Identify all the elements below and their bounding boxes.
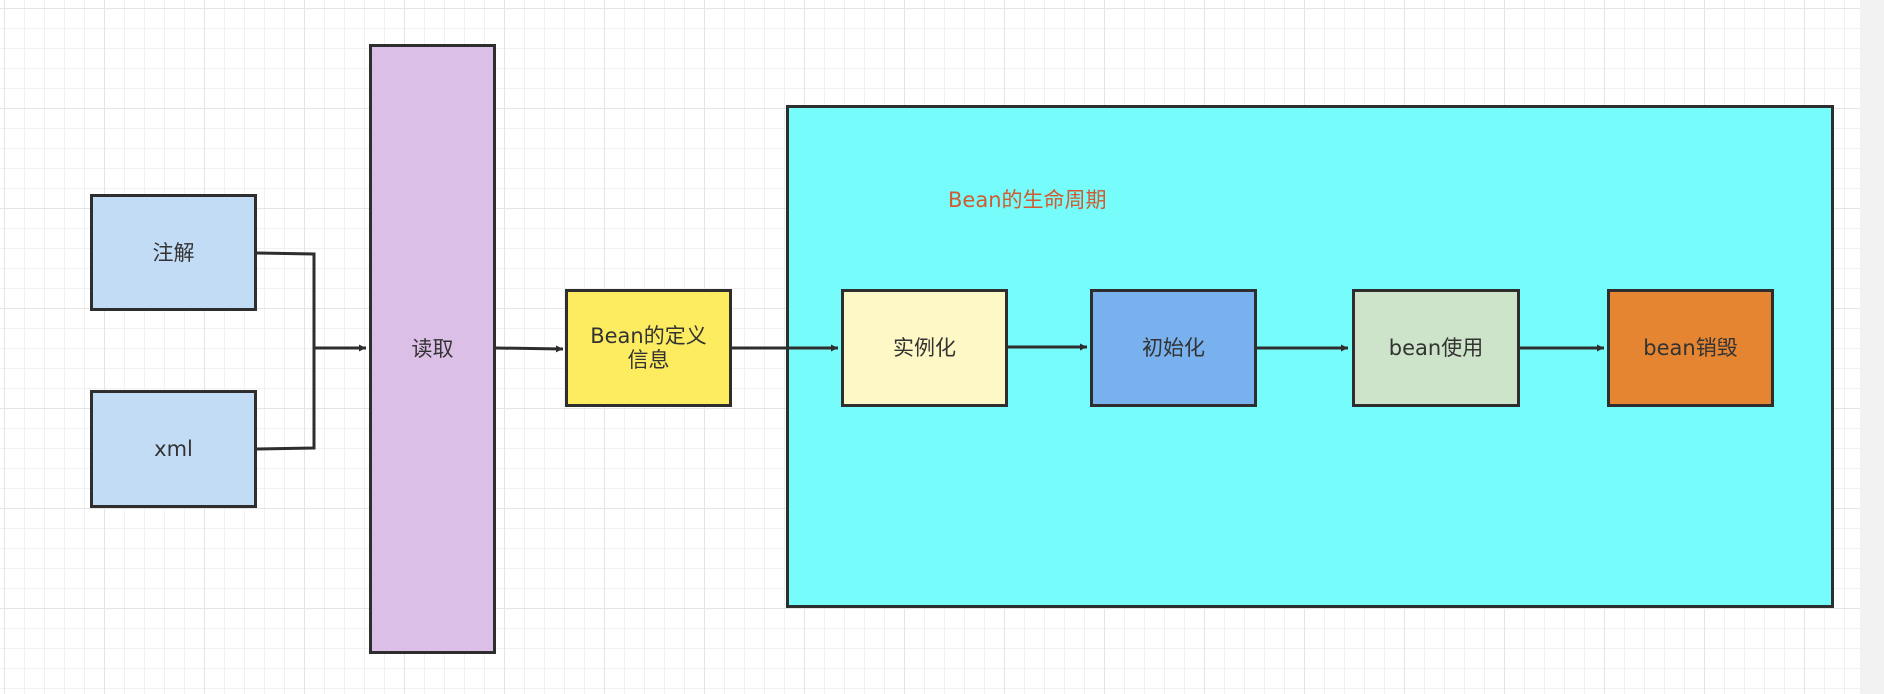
xml-source-node[interactable]: xml xyxy=(90,390,257,508)
bean-destruction-label: bean销毁 xyxy=(1643,336,1738,360)
bean-destruction-node[interactable]: bean销毁 xyxy=(1607,289,1774,407)
bean-usage-label: bean使用 xyxy=(1388,336,1484,360)
xml-label: xml xyxy=(154,437,193,461)
read-node[interactable]: 读取 xyxy=(369,44,496,654)
read-label: 读取 xyxy=(411,337,454,361)
edge-annotation-to-read xyxy=(256,251,316,348)
bean-definition-label: Bean的定义 信息 xyxy=(590,324,707,372)
instantiation-label: 实例化 xyxy=(893,336,956,360)
bean-definition-node[interactable]: Bean的定义 信息 xyxy=(565,289,732,407)
bean-usage-node[interactable]: bean使用 xyxy=(1352,289,1520,407)
initialization-node[interactable]: 初始化 xyxy=(1090,289,1257,407)
instantiation-node[interactable]: 实例化 xyxy=(841,289,1008,407)
edge-read-to-definition xyxy=(495,345,564,353)
annotation-source-node[interactable]: 注解 xyxy=(90,194,257,311)
edge-xml-to-read xyxy=(256,348,316,451)
annotation-label: 注解 xyxy=(152,240,195,265)
initialization-label: 初始化 xyxy=(1142,336,1205,360)
lifecycle-title: Bean的生命周期 xyxy=(948,188,1107,212)
